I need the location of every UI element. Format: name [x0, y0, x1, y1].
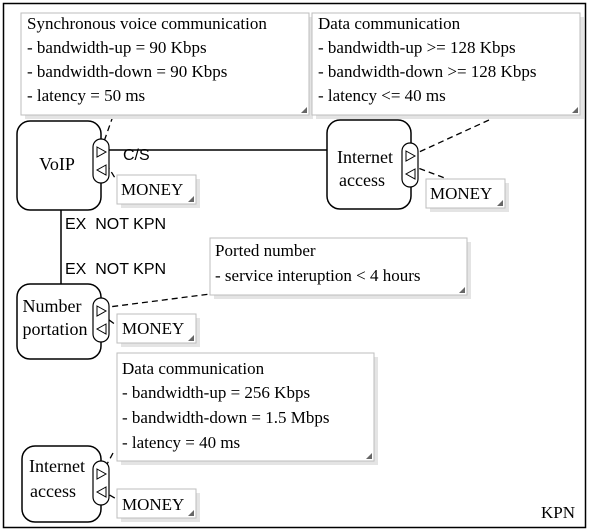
note-voice-line: - bandwidth-up = 90 Kbps — [27, 38, 207, 57]
money-label: MONEY — [430, 184, 492, 203]
note-link-ported — [100, 287, 258, 309]
note-data-top: Data communication - bandwidth-up >= 128… — [311, 12, 584, 119]
note-data-bottom-line: - bandwidth-down = 1.5 Mbps — [122, 408, 329, 427]
money-label: MONEY — [121, 180, 183, 199]
actor-internet-top-label-1: Internet — [337, 147, 393, 167]
actor-voip: VoIP — [16, 120, 110, 211]
value-object-money: MONEY — [116, 488, 200, 522]
note-data-top-line: - bandwidth-up >= 128 Kbps — [318, 38, 516, 57]
value-object-money: MONEY — [116, 313, 200, 347]
value-object-money: MONEY — [116, 174, 200, 208]
note-voice-line: - latency = 50 ms — [27, 86, 145, 105]
value-object-money: MONEY — [425, 178, 509, 212]
money-label: MONEY — [122, 495, 184, 514]
actor-internet-access-bottom: Internet access — [21, 445, 110, 523]
note-link-data-top — [405, 119, 490, 159]
note-ported-title: Ported number — [215, 241, 316, 260]
connection-label-ex-not-kpn-1: EX NOT KPN — [65, 216, 166, 233]
note-data-top-line: - bandwidth-down >= 128 Kbps — [318, 62, 536, 81]
boundary-label: KPN — [541, 503, 575, 522]
connection-label-ex-not-kpn-2: EX NOT KPN — [65, 261, 166, 278]
note-ported: Ported number - service interuption < 4 … — [209, 237, 471, 299]
note-data-top-title: Data communication — [318, 14, 461, 33]
value-interface-icon — [92, 297, 110, 343]
value-interface-icon — [92, 460, 110, 506]
note-data-bottom: Data communication - bandwidth-up = 256 … — [116, 352, 378, 465]
note-data-bottom-line: - bandwidth-up = 256 Kbps — [122, 383, 310, 402]
actor-voip-label: VoIP — [39, 154, 75, 174]
value-interface-icon — [92, 138, 110, 184]
note-ported-line: - service interuption < 4 hours — [215, 266, 421, 285]
connection-label-cs: C/S — [123, 147, 150, 164]
money-link-internet-top — [409, 164, 451, 181]
note-data-top-line: - latency <= 40 ms — [318, 86, 446, 105]
actor-internet-top-label-2: access — [339, 170, 385, 190]
actor-internet-access-top: Internet access — [326, 119, 419, 210]
actor-number-portation: Number portation — [16, 283, 110, 360]
note-voice-title: Synchronous voice communication — [27, 14, 267, 33]
actor-internet-bottom-label-2: access — [30, 481, 76, 501]
note-voice: Synchronous voice communication - bandwi… — [20, 12, 313, 119]
actor-portation-label-1: Number — [23, 296, 82, 316]
actor-portation-label-2: portation — [23, 319, 88, 339]
actor-internet-bottom-label-1: Internet — [29, 456, 85, 476]
note-data-bottom-line: - latency = 40 ms — [122, 433, 240, 452]
value-interface-icon — [401, 142, 419, 188]
note-data-bottom-title: Data communication — [122, 359, 265, 378]
money-label: MONEY — [122, 319, 184, 338]
note-voice-line: - bandwidth-down = 90 Kbps — [27, 62, 227, 81]
